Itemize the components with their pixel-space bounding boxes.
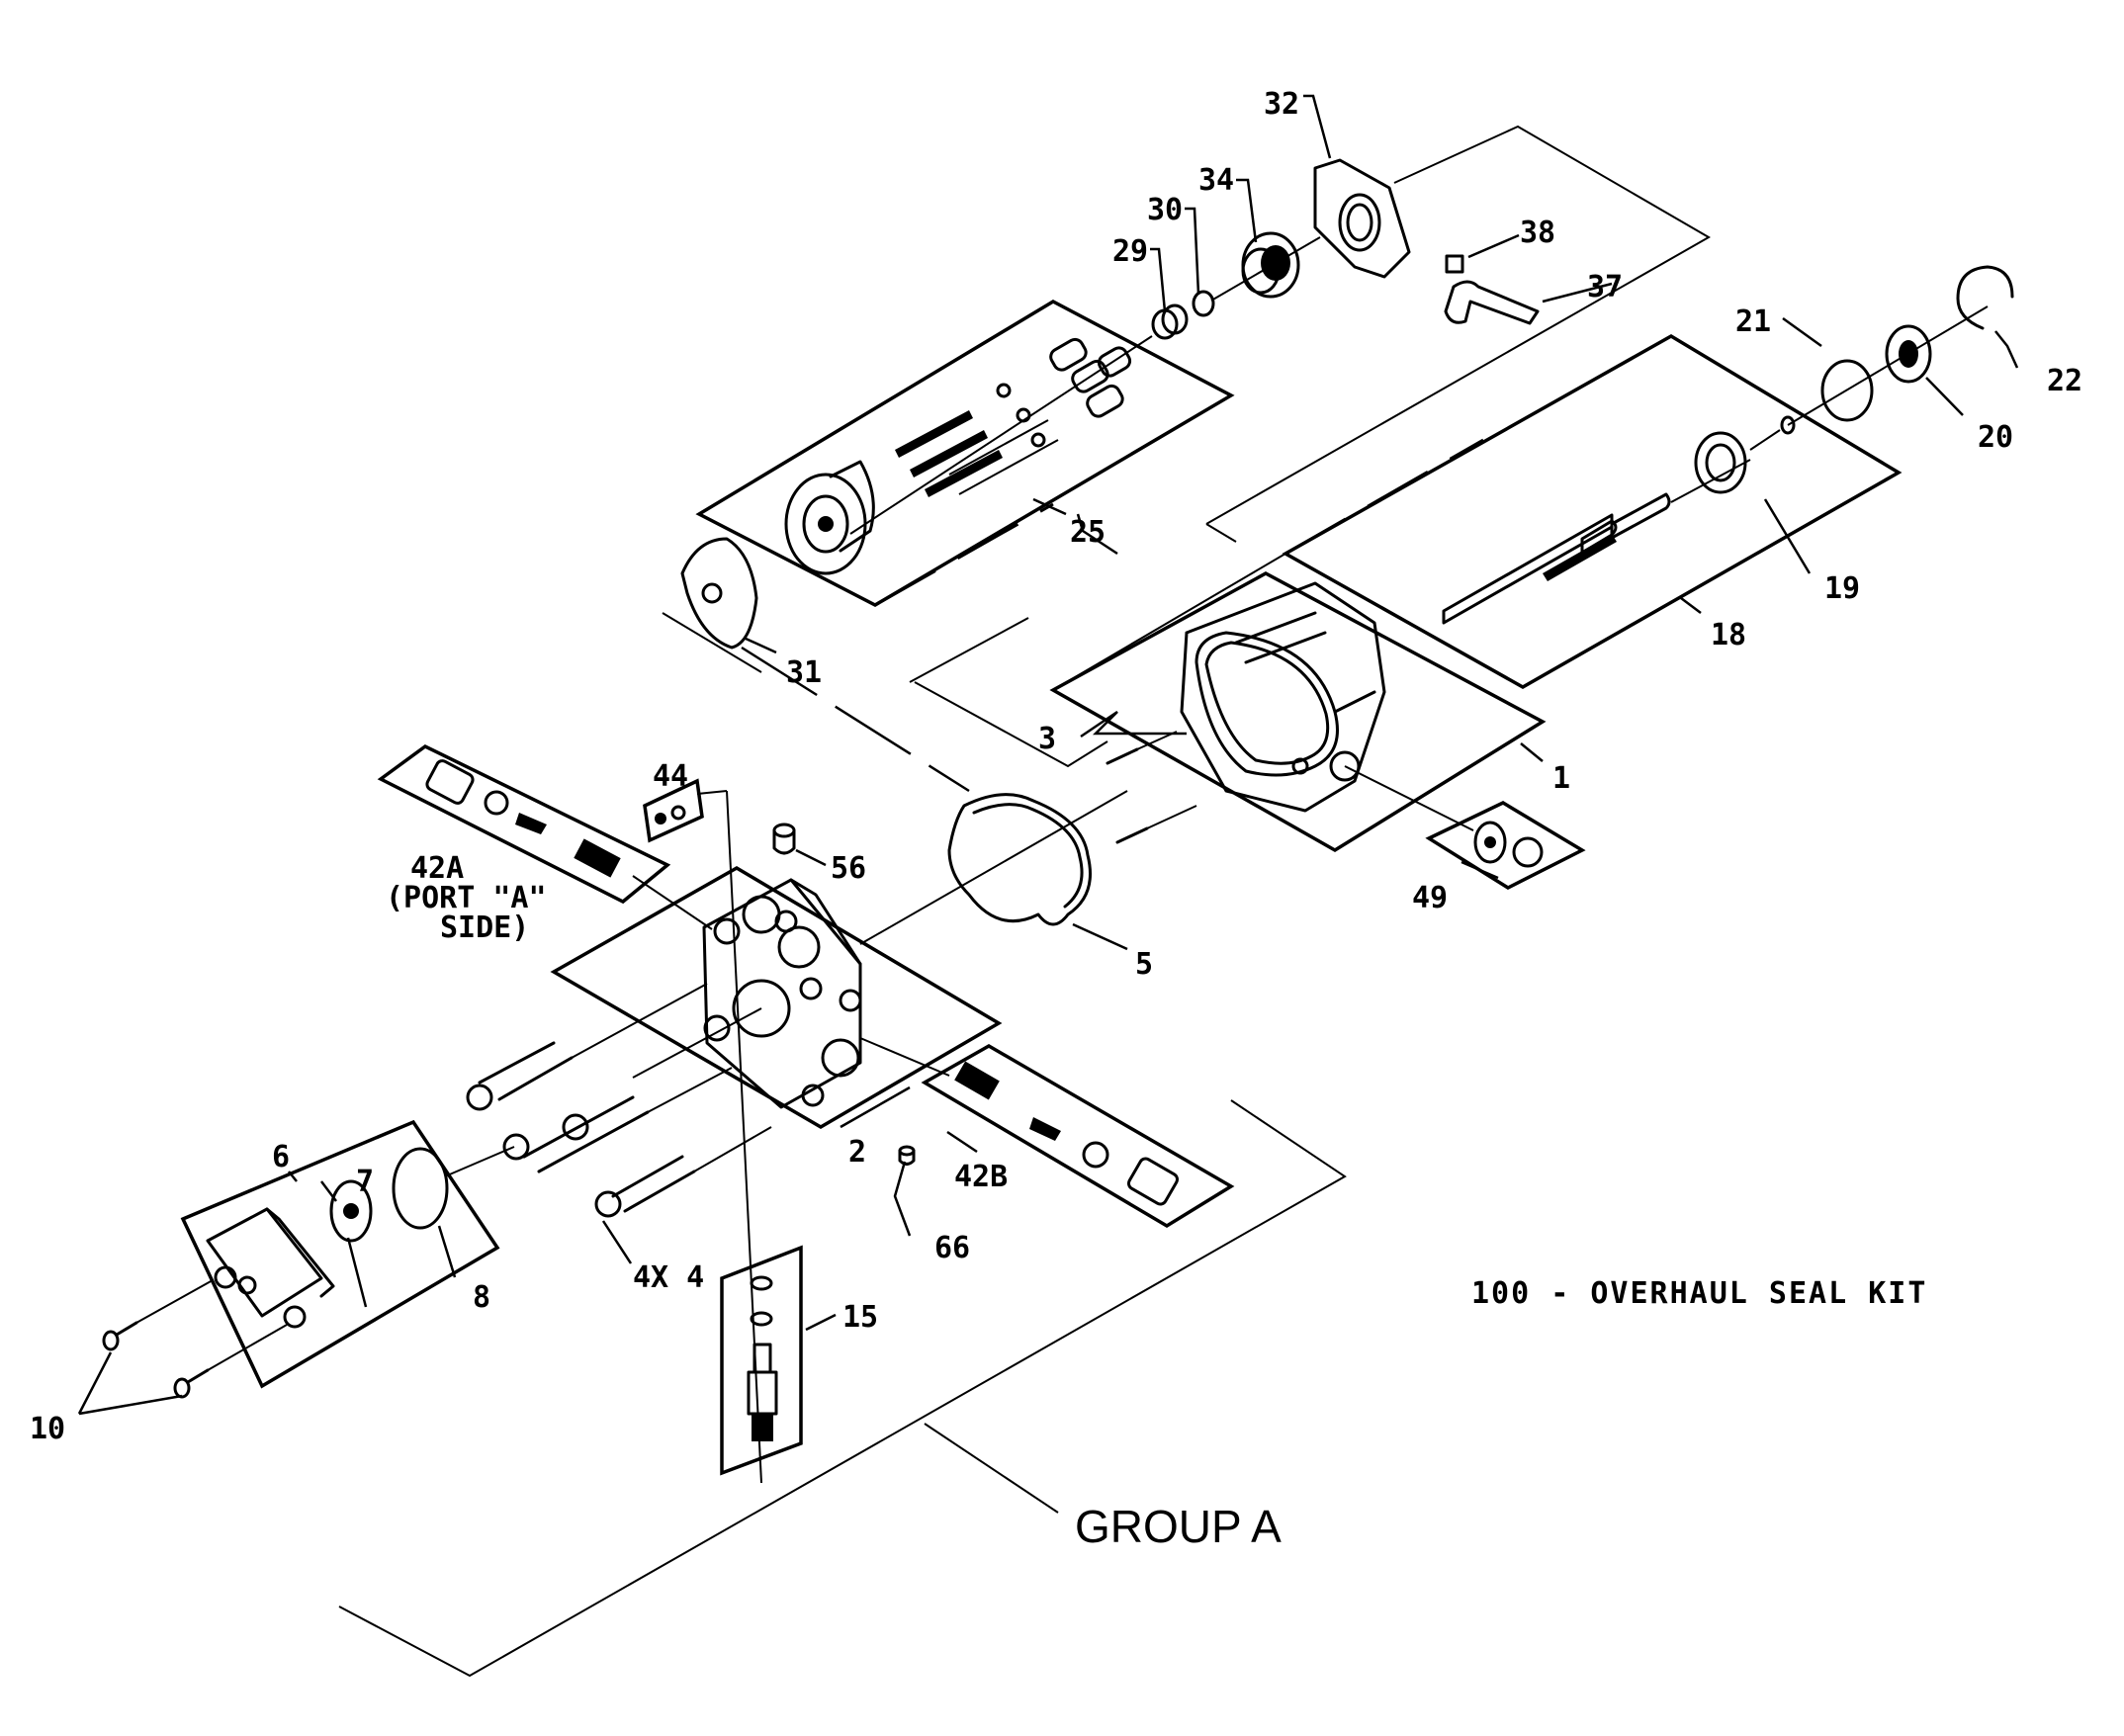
callout-29: 29 <box>1112 234 1148 269</box>
callout-42a-line1: 42A <box>410 851 464 886</box>
callout-37: 37 <box>1587 270 1623 304</box>
bearing-19 <box>1694 415 1796 494</box>
callout-56: 56 <box>831 851 866 886</box>
callout-labels: 32 34 30 29 38 37 21 22 20 19 18 25 31 3… <box>30 87 2082 1446</box>
callout-22: 22 <box>2047 364 2082 398</box>
valve-42b <box>859 1037 1235 1229</box>
callout-30: 30 <box>1147 193 1183 227</box>
ring-21 <box>1820 359 1874 422</box>
callout-19: 19 <box>1824 571 1860 606</box>
callout-4: 4X 4 <box>633 1260 704 1295</box>
plate-31 <box>662 537 762 673</box>
callout-44: 44 <box>653 759 688 794</box>
part-44 <box>643 778 728 843</box>
housing-1 <box>1049 571 1547 853</box>
axis-line-15 <box>726 790 762 1484</box>
callout-3: 3 <box>1038 722 1056 756</box>
callout-15: 15 <box>842 1300 878 1335</box>
frame-32 <box>909 125 1712 768</box>
overhaul-seal-kit-note: 100 - OVERHAUL SEAL KIT <box>1471 1276 1927 1311</box>
callout-18: 18 <box>1711 618 1746 652</box>
center-section-part <box>632 878 862 1109</box>
callout-6: 6 <box>272 1140 290 1174</box>
retaining-ring-22 <box>1956 265 2014 330</box>
bolts-4 <box>466 983 772 1218</box>
check-valve-15 <box>720 1245 803 1476</box>
callout-42a-line3: SIDE) <box>440 911 529 945</box>
callout-25: 25 <box>1070 515 1106 550</box>
callout-21: 21 <box>1735 304 1771 339</box>
callout-42a-line2: (PORT "A" <box>386 881 547 915</box>
part-37 <box>1444 280 1540 325</box>
callout-42b: 42B <box>954 1160 1008 1194</box>
group-a-label: GROUP A <box>1075 1501 1282 1552</box>
callout-49: 49 <box>1412 881 1448 915</box>
callout-1: 1 <box>1552 761 1570 796</box>
callout-leaders <box>77 94 2019 1416</box>
seal-29 <box>1151 304 1189 340</box>
frame-1-top <box>1052 553 1286 691</box>
callout-2: 2 <box>848 1135 866 1170</box>
callout-8: 8 <box>473 1280 490 1315</box>
ring-30 <box>1192 290 1215 317</box>
gasket-5 <box>947 793 1092 926</box>
callout-5: 5 <box>1135 947 1153 982</box>
callout-38: 38 <box>1520 216 1555 250</box>
callout-7: 7 <box>356 1165 374 1199</box>
axis-line-shaft <box>1787 305 1989 426</box>
rotating-group-25 <box>695 299 1235 607</box>
callout-10: 10 <box>30 1412 65 1446</box>
plug-66 <box>898 1145 916 1166</box>
callout-31: 31 <box>786 655 822 690</box>
end-cap-group <box>180 1119 515 1389</box>
axis-line-31 <box>741 646 970 793</box>
axis-line-5 <box>859 790 1128 945</box>
end-cover-32 <box>1210 158 1411 302</box>
callout-34: 34 <box>1198 163 1234 198</box>
plug-56 <box>772 823 796 855</box>
part-38 <box>1445 254 1464 274</box>
callout-66: 66 <box>934 1231 970 1265</box>
group-a-outline <box>338 1099 1347 1678</box>
callout-32: 32 <box>1264 87 1299 122</box>
center-section-frame <box>550 865 1003 1130</box>
callout-20: 20 <box>1978 420 2013 455</box>
shaft-18 <box>1282 333 1903 690</box>
valve-42a <box>377 743 713 930</box>
part-49 <box>1344 765 1586 891</box>
